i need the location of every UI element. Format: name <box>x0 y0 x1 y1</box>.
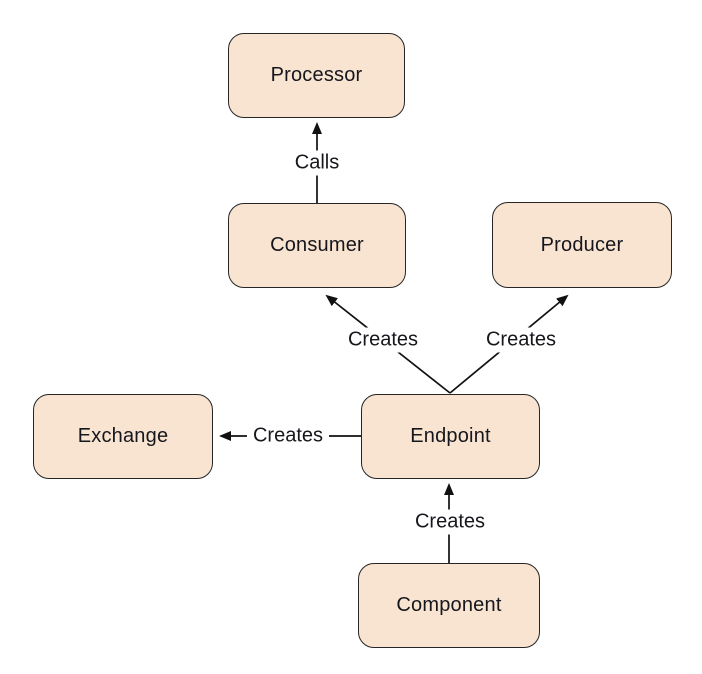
node-processor: Processor <box>228 33 405 118</box>
node-producer: Producer <box>492 202 672 288</box>
node-component-label: Component <box>396 594 502 616</box>
node-producer-label: Producer <box>540 233 624 256</box>
node-consumer-label: Consumer <box>270 234 364 256</box>
edge-label-creates-producer: Creates <box>479 327 563 353</box>
node-component: Component <box>358 563 540 648</box>
node-endpoint-label: Endpoint <box>410 425 491 447</box>
node-processor-label: Processor <box>270 64 363 86</box>
edge-label-creates-exchange: Creates <box>246 423 330 449</box>
edge-label-calls: Calls <box>288 150 346 176</box>
node-endpoint: Endpoint <box>361 394 540 479</box>
node-consumer: Consumer <box>228 203 406 288</box>
edge-label-creates-endpoint: Creates <box>408 509 492 535</box>
edge-label-creates-consumer: Creates <box>341 327 425 353</box>
node-exchange-label: Exchange <box>77 425 169 447</box>
node-exchange: Exchange <box>33 394 213 479</box>
